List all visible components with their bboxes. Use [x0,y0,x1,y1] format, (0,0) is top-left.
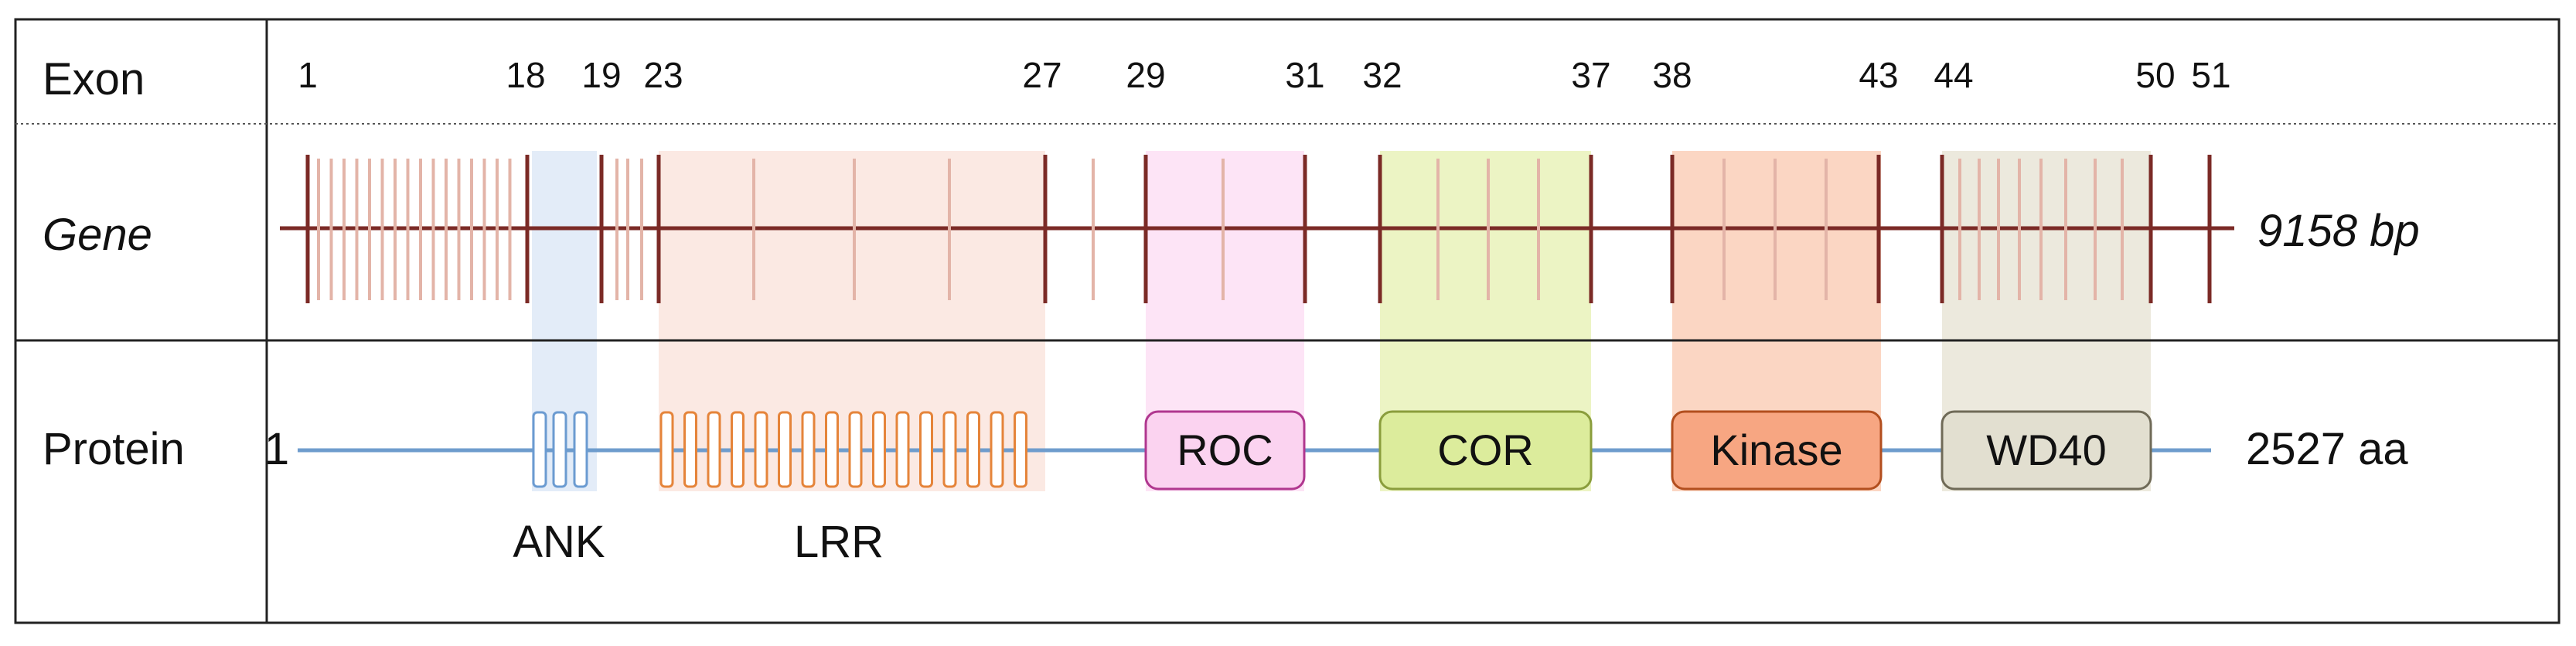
exon-number-27: 27 [1022,55,1061,95]
exon-number-18: 18 [506,55,545,95]
exon-number-29: 29 [1126,55,1165,95]
gene-length-label: 9158 bp [2257,206,2420,256]
kinase-domain-box [1671,410,1883,490]
lrr-repeat-11 [895,411,910,488]
exon-number-37: 37 [1571,55,1610,95]
lrr-repeat-8 [825,411,839,488]
roc-domain-box [1144,410,1306,490]
gene-structure [280,155,2234,303]
exon-number-labels: 1 18 19 23 27 29 31 32 37 38 43 44 50 51 [298,55,2230,95]
protein-length-label: 2527 aa [2246,424,2408,474]
exon-row-label: Exon [43,54,145,104]
lrr-repeat-15 [990,411,1004,488]
kinase-domain-label: Kinase [1710,426,1842,474]
lrr-repeat-7 [801,411,816,488]
lrr-repeat-5 [754,411,768,488]
lrr-repeat-16 [1014,411,1027,488]
exon-number-1: 1 [298,55,318,95]
lrr-repeat-9 [848,411,863,488]
exon-number-32: 32 [1362,55,1402,95]
lrr-repeat-1 [659,411,674,488]
protein-structure: ROC COR Kinase WD40 [298,410,2211,490]
protein-row-label: Protein [43,424,185,474]
lrr-repeat-13 [942,411,957,488]
lrr-repeat-12 [919,411,933,488]
gene-row-label: Gene [43,210,152,260]
lrr-label: LRR [794,517,884,567]
lrr-repeat-3 [707,411,721,488]
lrr-repeat-4 [731,411,745,488]
exon-number-44: 44 [1934,55,1973,95]
domain-shading-bands [532,151,2151,491]
lrr-repeat-10 [872,411,886,488]
cor-domain-box [1378,410,1593,490]
protein-start-label: 1 [264,424,289,474]
table-frame [14,18,2561,624]
ank-repeat-1 [532,411,547,488]
outer-border [14,18,2561,624]
exon-number-51: 51 [2191,55,2230,95]
cor-domain-label: COR [1437,426,1533,474]
exon-number-38: 38 [1652,55,1692,95]
lrr-repeat-2 [683,411,697,488]
ank-repeat-3 [573,411,588,488]
lrr-repeat-6 [778,411,792,488]
wd40-domain-label: WD40 [1986,426,2107,474]
lrr-repeat-14 [966,411,980,488]
ank-label: ANK [513,517,605,567]
ank-repeat-2 [552,411,567,488]
exon-number-19: 19 [581,55,621,95]
exon-number-50: 50 [2135,55,2175,95]
exon-number-43: 43 [1859,55,1898,95]
wd40-domain-box [1941,410,2152,490]
exon-number-23: 23 [643,55,683,95]
roc-domain-label: ROC [1177,426,1273,474]
exon-number-31: 31 [1285,55,1324,95]
